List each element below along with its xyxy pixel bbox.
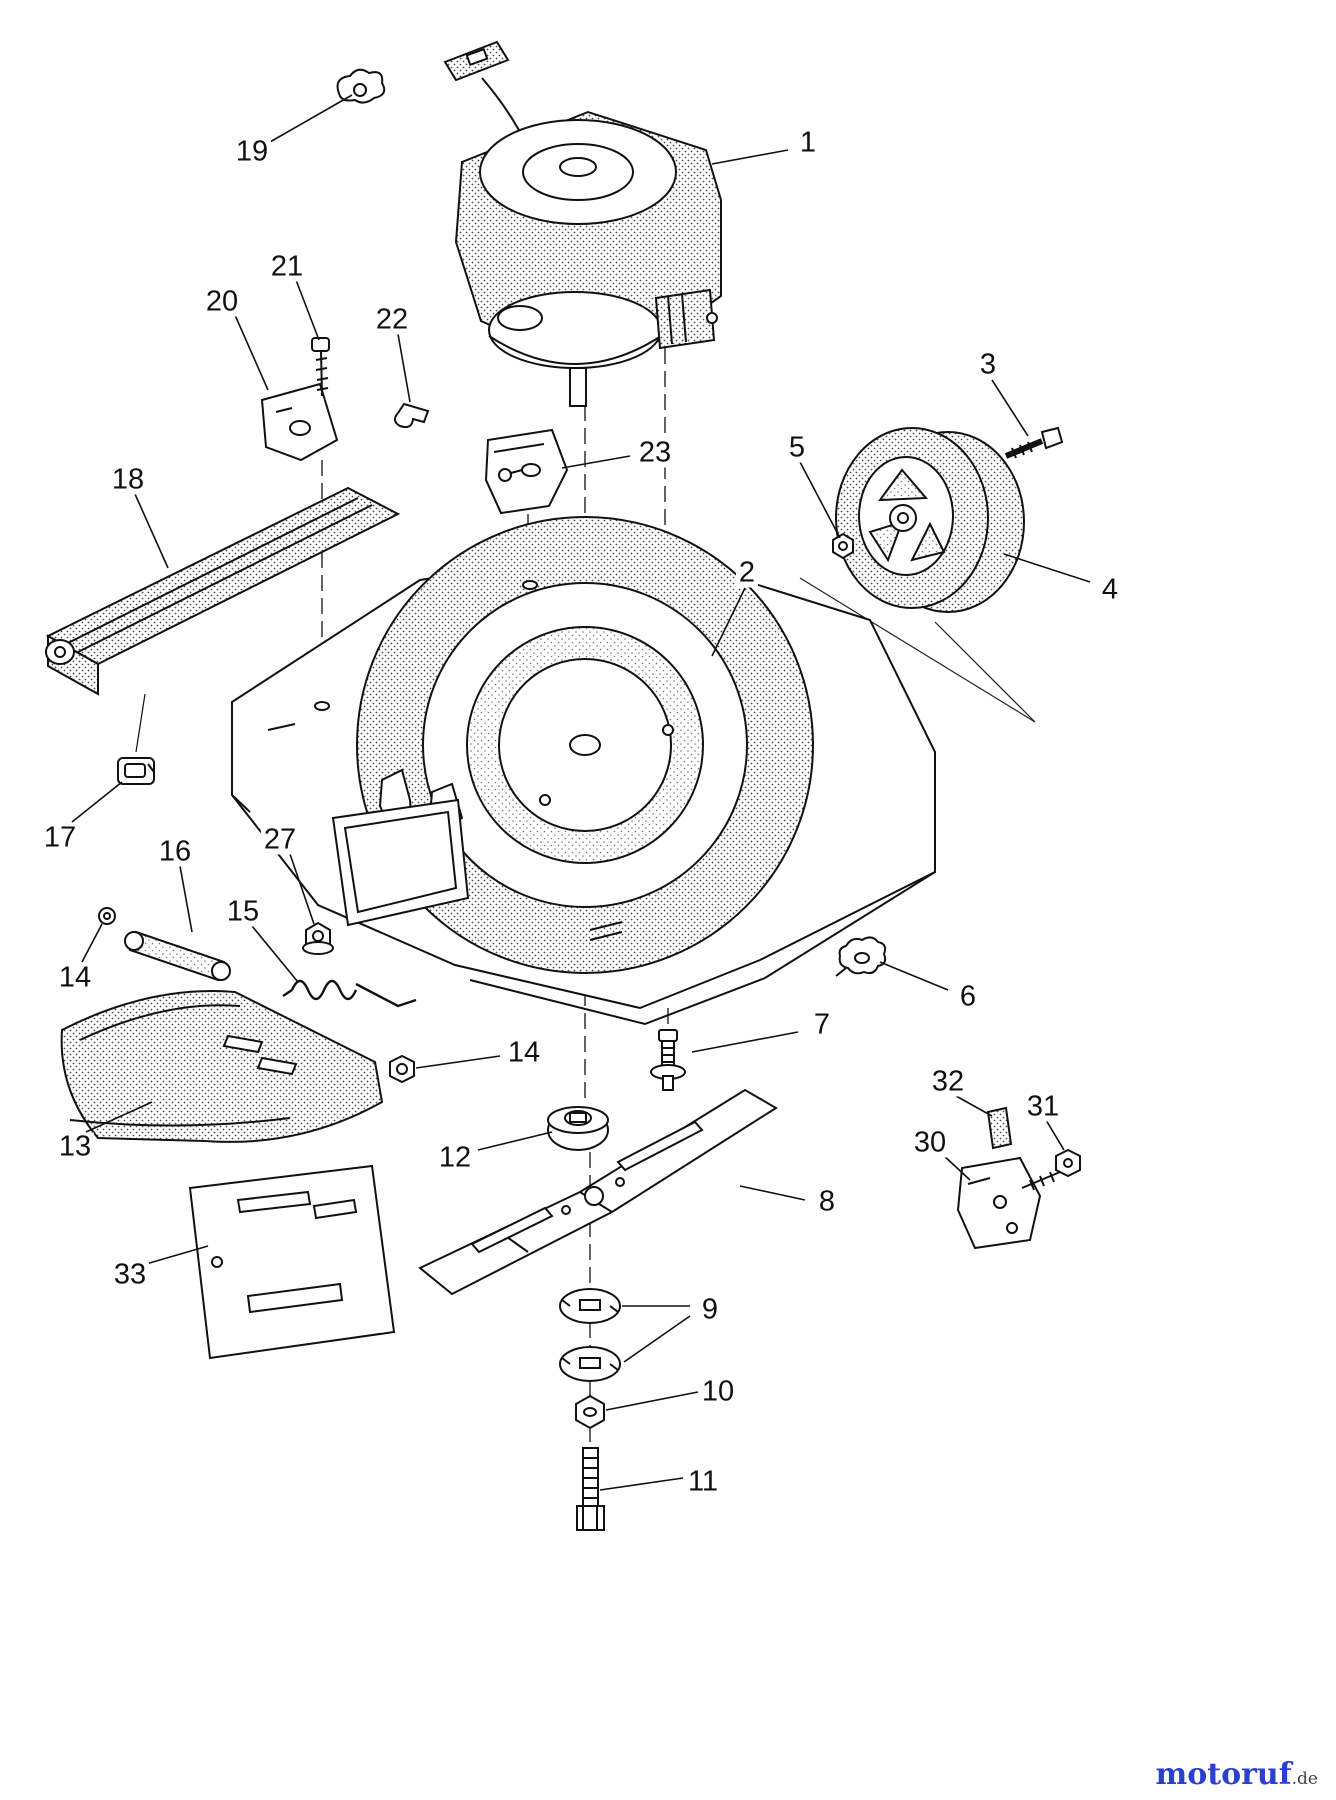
part-6-knob-nut bbox=[835, 936, 887, 977]
part-30-bracket bbox=[956, 1156, 1061, 1250]
part-17-clip bbox=[117, 757, 155, 785]
part-16-rod bbox=[124, 930, 231, 982]
part-13-deflector bbox=[60, 990, 384, 1143]
part-14b-bushing bbox=[389, 1054, 415, 1084]
part-12-blade-nut bbox=[547, 1106, 609, 1151]
leader-lines bbox=[71, 94, 1091, 1491]
watermark-brand: motoruf bbox=[1155, 1757, 1292, 1792]
part-15-spring bbox=[282, 979, 417, 1008]
part-2-mower-deck bbox=[231, 516, 936, 1026]
part-31-lock-nut bbox=[1055, 1148, 1081, 1178]
part-27-flange-nut bbox=[302, 921, 334, 955]
part-20-bracket bbox=[260, 382, 339, 462]
part-5-wheel-nut bbox=[832, 532, 854, 560]
part-3-wheel-bolt bbox=[1004, 426, 1064, 459]
part-4-wheel bbox=[835, 427, 1025, 613]
part-21-screw bbox=[311, 337, 330, 397]
part-23-bracket bbox=[484, 428, 569, 515]
part-8-blade bbox=[418, 1088, 778, 1296]
part-18-side-rail bbox=[45, 486, 401, 753]
part-1-engine-assembly bbox=[443, 40, 722, 407]
part-10-hex-nut bbox=[575, 1394, 605, 1430]
watermark: motoruf.de bbox=[1155, 1757, 1318, 1792]
part-11-blade-bolt bbox=[576, 1447, 605, 1531]
part-14a-clip bbox=[98, 907, 116, 925]
part-9-washers bbox=[559, 1288, 621, 1382]
part-22-clip bbox=[394, 402, 430, 429]
wheel-mount-lines bbox=[799, 577, 1036, 723]
part-7-deck-bolt bbox=[650, 1029, 686, 1091]
part-33-plate bbox=[188, 1164, 396, 1360]
watermark-tld: .de bbox=[1291, 1769, 1318, 1789]
part-32-spacer bbox=[986, 1106, 1013, 1150]
part-19-cable-clip bbox=[336, 68, 386, 104]
